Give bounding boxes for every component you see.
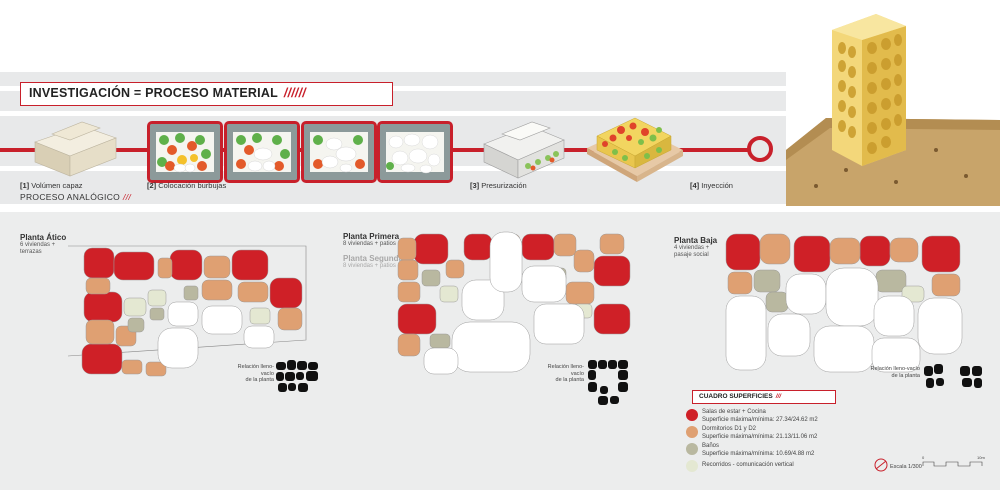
- north-arrow-icon: [874, 458, 888, 472]
- bubble-photo-3: [301, 121, 377, 183]
- model-inyeccion: [587, 117, 683, 182]
- process-end-ring: [747, 136, 773, 162]
- step-2-caption: [2] Colocación burbujas: [147, 181, 227, 190]
- fill-void-diagram-atico: [276, 360, 318, 392]
- plan-primera: [397, 231, 631, 375]
- legend-title-box: CUADRO SUPERFICIES///: [692, 390, 836, 404]
- legend-swatch-bedroom: [686, 426, 698, 438]
- band-stripe: [0, 111, 1000, 116]
- plan-atico: [67, 245, 307, 377]
- plan-primera-label: Planta Primera 8 viviendas + patios Plan…: [343, 232, 404, 269]
- legend-swatch-living: [686, 409, 698, 421]
- step-1-caption: [1] Volúmen capaz: [20, 181, 83, 190]
- model-presurizacion: [483, 121, 565, 179]
- legend-item-circulation: Recorridos - comunicación vertical: [702, 462, 794, 468]
- bubble-photo-1: [147, 121, 223, 183]
- plan-baja: [725, 233, 963, 373]
- tower-model-photo: [786, 0, 1000, 206]
- legend-swatch-bath: [686, 443, 698, 455]
- band-stripe: [0, 86, 1000, 91]
- plan-atico-label: Planta Ático 6 viviendas + terrazas: [20, 233, 67, 255]
- step-3-caption: [3] Presurización: [470, 181, 527, 190]
- scale-start: 0: [922, 455, 925, 460]
- process-caption: PROCESO ANALÓGICO///: [20, 192, 132, 202]
- legend-swatch-circulation: [686, 460, 698, 472]
- section-title-box: INVESTIGACIÓN = PROCESO MATERIAL//////: [20, 82, 393, 106]
- plan-baja-label: Planta Baja 4 viviendas + pasaje social: [674, 236, 718, 258]
- bubble-photo-2: [224, 121, 300, 183]
- fill-void-diagram-baja: [924, 364, 982, 388]
- title-slashes: //////: [283, 86, 306, 100]
- scale-end: 10m: [977, 455, 985, 460]
- scale-bar: [922, 461, 983, 467]
- section-title: INVESTIGACIÓN = PROCESO MATERIAL//////: [29, 86, 306, 100]
- legend-title: CUADRO SUPERFICIES///: [699, 393, 782, 400]
- step-4-caption: [4] Inyección: [690, 181, 733, 190]
- bubble-photo-4: [377, 121, 453, 183]
- scale-label: Escala 1/300: [890, 464, 922, 470]
- fill-void-diagram-primera: [588, 360, 628, 405]
- model-volumen-capaz: [34, 121, 117, 177]
